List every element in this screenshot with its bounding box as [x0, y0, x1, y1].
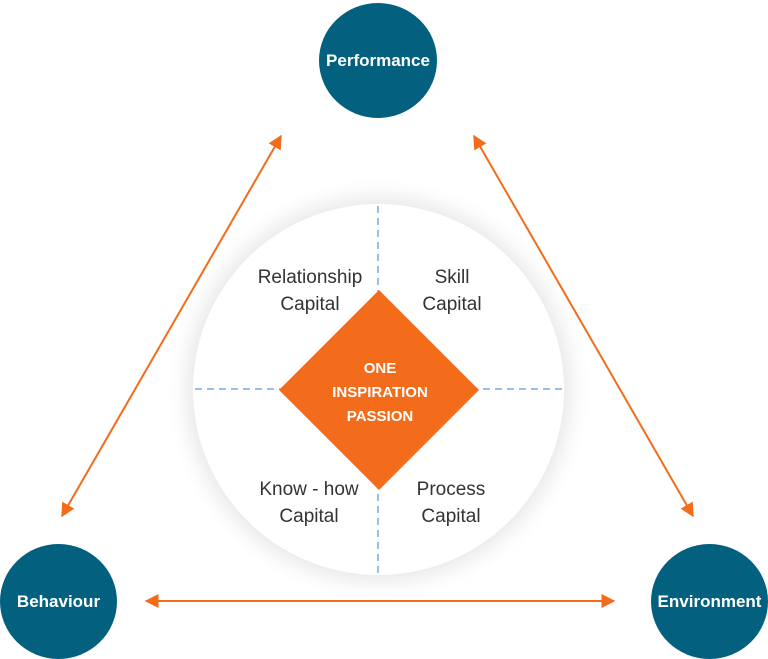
environment-node: Environment [651, 544, 768, 659]
process-line-1: Process [416, 479, 486, 500]
process-line-2: Capital [421, 506, 481, 527]
center-text: ONE INSPIRATION PASSION [300, 357, 460, 429]
skill-line-2: Capital [422, 294, 482, 315]
arrow-performance-environment [473, 134, 694, 518]
center-diamond [279, 290, 479, 490]
know-how-capital-label: Know - how Capital [244, 476, 374, 530]
know-how-line-2: Capital [279, 506, 339, 527]
center-line-3: PASSION [346, 408, 414, 425]
know-how-line-1: Know - how [259, 479, 359, 500]
relationship-line-1: Relationship [257, 267, 363, 288]
skill-line-1: Skill [434, 267, 470, 288]
relationship-capital-label: Relationship Capital [248, 264, 372, 318]
relationship-line-2: Capital [280, 294, 340, 315]
arrow-performance-behaviour [61, 134, 282, 518]
process-capital-label: Process Capital [400, 476, 502, 530]
skill-capital-label: Skill Capital [402, 264, 502, 318]
performance-label: Performance [326, 50, 430, 70]
behaviour-label: Behaviour [16, 591, 101, 611]
center-line-2: INSPIRATION [332, 384, 428, 401]
center-line-1: ONE [363, 360, 397, 377]
performance-node: Performance [319, 3, 437, 118]
environment-label: Environment [657, 591, 762, 611]
behaviour-node: Behaviour [0, 544, 117, 659]
